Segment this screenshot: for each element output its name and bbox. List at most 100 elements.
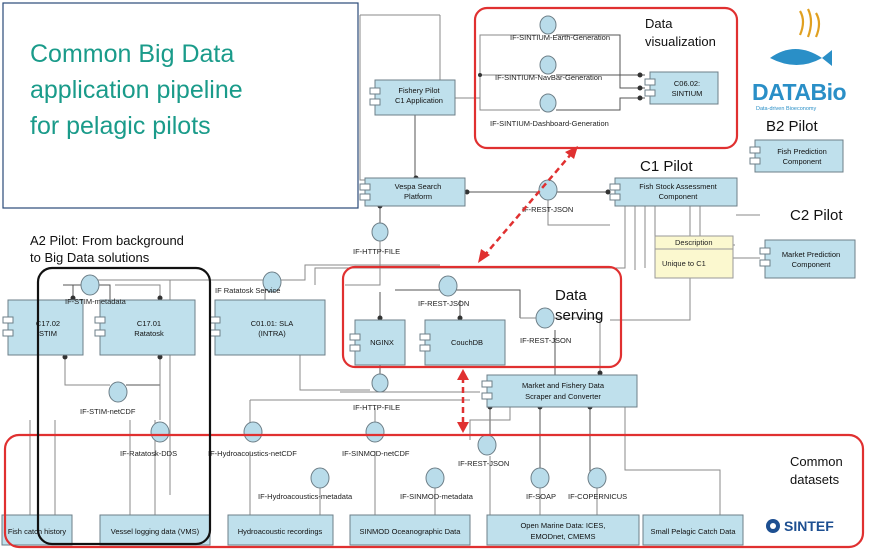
iface-navbar [539, 55, 557, 75]
label-hydro-metadata: IF-Hydroacoustics-metadata [258, 492, 353, 501]
component-sintium[interactable]: C06.02: SINTIUM [644, 71, 719, 105]
red-arrow-viz-serving [478, 146, 578, 263]
stim-label-1: C17.02 [36, 319, 60, 328]
component-market-prediction[interactable]: Market Prediction Component [759, 239, 856, 279]
iface-copernicus [587, 467, 607, 489]
region-a2-pilot [36, 266, 212, 546]
component-stim[interactable]: C17.02 STIM [2, 299, 84, 356]
region-label-common-2: datasets [790, 472, 840, 487]
ratatosk-label-2: Ratatosk [134, 329, 164, 338]
dataset-open-marine-label-2: EMODnet, CMEMS [530, 532, 595, 541]
label-ratatosk-service: IF Ratatosk Service [215, 286, 280, 295]
label-stim-metadata: IF-STIM-metadata [65, 297, 127, 306]
component-ratatosk[interactable]: C17.01 Ratatosk [94, 299, 196, 356]
note-unique-to-c1: Description Unique to C1 [654, 235, 734, 279]
dataset-small-pelagic-label: Small Pelagic Catch Data [650, 527, 736, 536]
vespa-label-1: Vespa Search [395, 182, 442, 191]
component-market-fishery-scraper[interactable]: Market and Fishery Data Scraper and Conv… [481, 374, 638, 408]
dataset-open-marine[interactable]: Open Marine Data: ICES, EMODnet, CMEMS [486, 514, 640, 546]
dataset-small-pelagic[interactable]: Small Pelagic Catch Data [642, 514, 744, 546]
fish-prediction-label-1: Fish Prediction [777, 147, 827, 156]
dataset-vessel[interactable]: Vessel logging data (VMS) [99, 514, 211, 546]
component-fish-prediction[interactable]: Fish Prediction Component [749, 139, 844, 173]
iface-rest-json-mid [438, 275, 458, 297]
region-label-serving-2: serving [555, 307, 603, 324]
component-couchdb[interactable]: CouchDB [419, 319, 506, 366]
label-stim-netcdf: IF-STIM-netCDF [80, 407, 136, 416]
market-prediction-label-2: Component [792, 260, 832, 269]
red-arrow-serving-datasets [457, 369, 469, 433]
label-http-file-top: IF-HTTP-FILE [353, 247, 400, 256]
label-hydro-netcdf: IF-Hydroacoustics-netCDF [208, 449, 297, 458]
databio-logo-subtext: Data-driven Bioeconomy [756, 106, 816, 112]
dataset-sinmod-label: SINMOD Oceanographic Data [360, 527, 462, 536]
fishery-pilot-label-2: C1 Application [395, 96, 443, 105]
market-prediction-label-1: Market Prediction [782, 250, 840, 259]
iface-dashboard [539, 93, 557, 113]
region-data-serving [341, 265, 623, 369]
component-nginx[interactable]: NGINX [349, 319, 406, 366]
databio-logo: DATABio Data-driven Bioeconomy [752, 8, 847, 112]
pilot-label-a2-2: to Big Data solutions [30, 250, 150, 265]
vespa-label-2: Platform [404, 192, 432, 201]
sintium-label-1: C06.02: [674, 79, 700, 88]
fish-prediction-label-2: Component [783, 157, 823, 166]
sla-label-1: C01.01: SLA [251, 319, 294, 328]
pilot-label-b2: B2 Pilot [766, 118, 819, 135]
label-earth: IF-SINTIUM-Earth-Generation [510, 33, 610, 42]
component-vespa-search[interactable]: Vespa Search Platform [359, 177, 466, 207]
label-rest-json-top: IF-REST-JSON [522, 205, 573, 214]
pilot-label-a2-1: A2 Pilot: From background [30, 233, 184, 248]
label-dashboard: IF-SINTIUM-Dashboard-Generation [490, 119, 609, 128]
region-label-viz-2: visualization [645, 34, 716, 49]
iface-rest-json-right [535, 307, 555, 329]
sla-label-2: (INTRA) [258, 329, 286, 338]
region-data-visualization [473, 6, 739, 150]
iface-ratatosk-service [262, 271, 282, 293]
pilot-label-c1: C1 Pilot [640, 158, 693, 175]
iface-earth [539, 15, 557, 35]
label-ratatosk-dds: IF-Ratatosk-DDS [120, 449, 177, 458]
interface-labels: IF-SINTIUM-Earth-Generation IF-SINTIUM-N… [65, 33, 627, 501]
title-line-2: application pipeline [30, 76, 243, 104]
dataset-hydro[interactable]: Hydroacoustic recordings [227, 514, 334, 546]
iface-sinmod-netcdf [365, 421, 385, 443]
label-sinmod-metadata: IF-SINMOD-metadata [400, 492, 474, 501]
dataset-sinmod[interactable]: SINMOD Oceanographic Data [349, 514, 471, 546]
fish-stock-label-1: Fish Stock Assessment [639, 182, 717, 191]
pilot-label-c2: C2 Pilot [790, 207, 843, 224]
couchdb-label: CouchDB [451, 338, 483, 347]
scraper-label-1: Market and Fishery Data [522, 381, 605, 390]
label-navbar: IF-SINTIUM-NavBar-Generation [495, 73, 602, 82]
iface-stim-metadata [80, 274, 100, 296]
title-panel [2, 2, 359, 209]
component-fish-stock-assessment[interactable]: Fish Stock Assessment Component [609, 177, 738, 207]
title-line-1: Common Big Data [30, 40, 234, 68]
iface-soap [530, 467, 550, 489]
dataset-hydro-label: Hydroacoustic recordings [238, 527, 323, 536]
iface-ratatosk-dds [150, 421, 170, 443]
ratatosk-label-1: C17.01 [137, 319, 161, 328]
region-label-serving-1: Data [555, 287, 587, 304]
iface-rest-json-bottom [477, 434, 497, 456]
label-copernicus: IF-COPERNICUS [568, 492, 627, 501]
component-fishery-pilot[interactable]: Fishery Pilot C1 Application [369, 79, 456, 116]
iface-sinmod-metadata [425, 467, 445, 489]
region-label-viz-1: Data [645, 16, 673, 31]
iface-rest-json-top [538, 179, 558, 201]
iface-hydro-metadata [310, 467, 330, 489]
region-label-common-1: Common [790, 454, 843, 469]
note-header: Description [675, 238, 713, 247]
scraper-label-2: Scraper and Converter [525, 392, 601, 401]
dataset-open-marine-label-1: Open Marine Data: ICES, [520, 521, 605, 530]
region-common-datasets [3, 433, 865, 549]
sintium-label-2: SINTIUM [672, 89, 703, 98]
label-rest-json-bottom: IF-REST-JSON [458, 459, 509, 468]
sintef-logo-text: SINTEF [784, 518, 834, 534]
iface-http-file-top [371, 222, 389, 242]
dataset-vessel-label: Vessel logging data (VMS) [111, 527, 200, 536]
iface-http-file-bottom [371, 373, 389, 393]
component-sla-intra[interactable]: C01.01: SLA (INTRA) [209, 299, 326, 356]
nginx-label: NGINX [370, 338, 394, 347]
